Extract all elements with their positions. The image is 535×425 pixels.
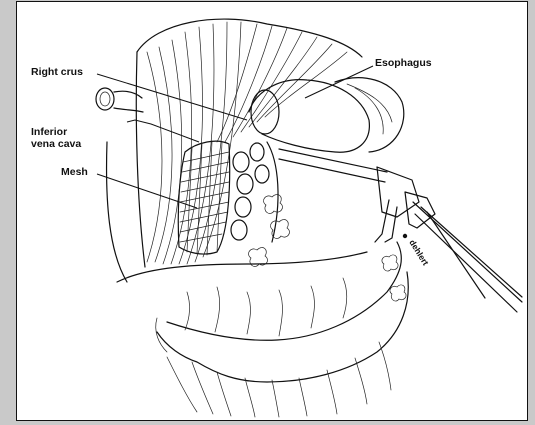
label-right-crus: Right crus	[31, 66, 83, 78]
label-inferior-line2: vena cava	[31, 138, 81, 150]
esophagus-structure	[249, 78, 404, 152]
label-esophagus: Esophagus	[375, 57, 432, 69]
dehlert-marker-dot	[403, 234, 407, 238]
stomach-omentum	[117, 195, 408, 417]
leader-vena-cava	[127, 120, 199, 142]
label-inferior-line1: Inferior	[31, 126, 67, 138]
diaphragm-fibers	[136, 19, 362, 267]
instrument	[279, 149, 522, 312]
anatomical-diagram: Right crus Esophagus Inferior vena cava …	[17, 2, 528, 421]
leader-mesh	[97, 174, 197, 208]
illustration-frame: Right crus Esophagus Inferior vena cava …	[16, 1, 528, 421]
label-mesh: Mesh	[61, 166, 88, 178]
label-dehlert: dehlert	[407, 238, 431, 267]
